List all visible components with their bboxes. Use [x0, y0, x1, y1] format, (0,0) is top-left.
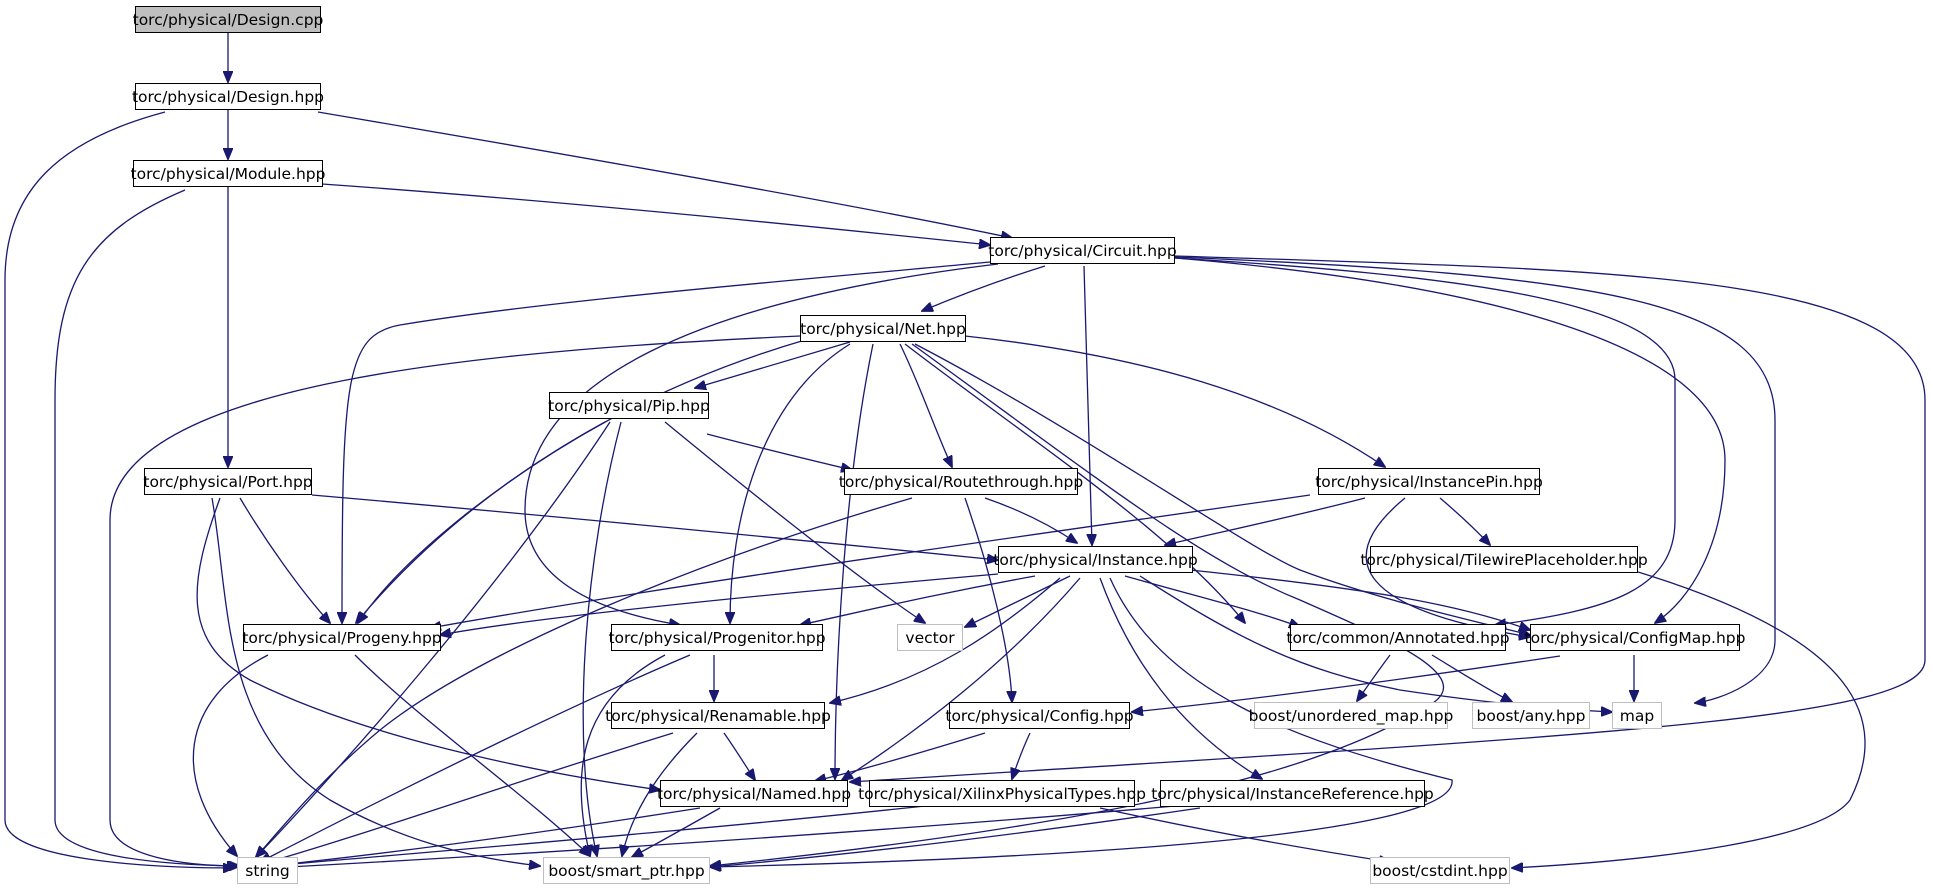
- node-smart-ptr-hpp[interactable]: boost/smart_ptr.hpp: [543, 857, 710, 884]
- edge-named-hpp-to-smart-ptr: [632, 807, 721, 857]
- edge-net-hpp-to-annotated-hpp: [904, 343, 1245, 623]
- edge-port-hpp-to-named-hpp: [196, 497, 660, 790]
- edge-circuit-hpp-to-net-hpp: [922, 265, 1046, 311]
- edge-net-hpp-to-routethrough-hpp: [899, 343, 952, 467]
- node-circuit-hpp[interactable]: torc/physical/Circuit.hpp: [988, 237, 1177, 264]
- edge-tilewireplaceholder-hpp-to-cstdint: [1512, 571, 1866, 868]
- edge-renamable-hpp-to-named-hpp: [723, 732, 755, 780]
- edge-pip-hpp-to-routethrough-hpp: [706, 433, 852, 470]
- edge-named-hpp-to-string: [270, 807, 701, 866]
- edge-instance-hpp-to-configmap-hpp: [1189, 569, 1530, 630]
- node-net-hpp[interactable]: torc/physical/Net.hpp: [800, 315, 966, 342]
- edge-annotated-hpp-to-any: [1431, 654, 1512, 702]
- edge-net-hpp-to-string: [109, 335, 801, 866]
- node-annotated-hpp[interactable]: torc/common/Annotated.hpp: [1286, 624, 1510, 651]
- edge-design-hpp-to-circuit-hpp: [317, 111, 1012, 238]
- edge-instance-hpp-to-progeny-hpp: [440, 573, 999, 635]
- edge-instancereference-hpp-to-string: [270, 805, 1176, 868]
- edge-progenitor-hpp-to-smart-ptr: [580, 654, 666, 856]
- edge-net-hpp-to-named-hpp: [835, 343, 874, 779]
- node-progeny-hpp[interactable]: torc/physical/Progeny.hpp: [242, 624, 442, 651]
- edge-circuit-hpp-to-annotated-hpp: [1174, 257, 1676, 625]
- node-xilinxphysicaltypes-hpp[interactable]: torc/physical/XilinxPhysicalTypes.hpp: [858, 780, 1146, 807]
- node-configmap-hpp[interactable]: torc/physical/ConfigMap.hpp: [1525, 624, 1746, 651]
- node-tilewireplaceholder-hpp[interactable]: torc/physical/TilewirePlaceholder.hpp: [1360, 546, 1648, 573]
- edge-design-hpp-to-string: [4, 111, 234, 868]
- edge-instancepin-hpp-to-tilewireplaceholder-hpp: [1439, 497, 1490, 545]
- node-design-cpp[interactable]: torc/physical/Design.cpp: [133, 6, 323, 33]
- edge-port-hpp-to-instance-hpp: [311, 494, 998, 560]
- node-module-hpp[interactable]: torc/physical/Module.hpp: [131, 160, 325, 187]
- edge-progenitor-hpp-to-string: [260, 654, 691, 862]
- edge-routethrough-hpp-to-config-hpp: [964, 497, 1012, 702]
- edge-annotated-hpp-to-unordered-map: [1357, 654, 1391, 701]
- edge-module-hpp-to-string: [54, 189, 238, 866]
- edge-config-hpp-to-xilinxphysicaltypes-hpp: [1012, 732, 1031, 779]
- node-progenitor-hpp[interactable]: torc/physical/Progenitor.hpp: [608, 624, 826, 651]
- edge-net-hpp-to-instancepin-hpp: [964, 335, 1385, 467]
- edge-circuit-hpp-to-named-hpp: [850, 255, 1926, 782]
- edge-configmap-hpp-to-config-hpp: [1132, 655, 1561, 712]
- edge-circuit-hpp-to-configmap-hpp: [1174, 257, 1726, 623]
- node-instancereference-hpp[interactable]: torc/physical/InstanceReference.hpp: [1151, 780, 1434, 807]
- edge-instance-hpp-to-named-hpp: [842, 577, 1081, 780]
- edge-xilinxphysicaltypes-hpp-to-string: [270, 805, 926, 866]
- edge-renamable-hpp-to-string: [262, 732, 674, 864]
- edge-port-hpp-to-progeny-hpp: [239, 497, 330, 623]
- edge-circuit-hpp-to-progeny-hpp: [342, 261, 991, 623]
- node-pip-hpp[interactable]: torc/physical/Pip.hpp: [548, 392, 710, 419]
- edge-config-hpp-to-named-hpp: [815, 732, 986, 781]
- node-renamable-hpp[interactable]: torc/physical/Renamable.hpp: [605, 702, 831, 729]
- dependency-edges: [4, 33, 1926, 868]
- edge-instancepin-hpp-to-progeny-hpp: [430, 494, 1311, 628]
- edge-net-hpp-to-configmap-hpp: [914, 343, 1530, 635]
- edge-module-hpp-to-circuit-hpp: [321, 183, 990, 245]
- edge-circuit-hpp-to-progenitor-hpp: [524, 263, 999, 625]
- edge-routethrough-hpp-to-instance-hpp: [984, 497, 1077, 543]
- edge-net-hpp-to-smart-ptr: [710, 343, 1445, 866]
- node-any-hpp[interactable]: boost/any.hpp: [1472, 702, 1590, 729]
- edge-pip-hpp-to-string: [256, 421, 611, 857]
- edge-progeny-hpp-to-string: [192, 654, 269, 856]
- edge-circuit-hpp-to-map: [1174, 256, 1776, 703]
- node-config-hpp[interactable]: torc/physical/Config.hpp: [945, 702, 1134, 729]
- edge-instance-hpp-to-smart-ptr: [710, 577, 1453, 867]
- edge-instance-hpp-to-progenitor-hpp: [800, 575, 1036, 625]
- node-routethrough-hpp[interactable]: torc/physical/Routethrough.hpp: [839, 468, 1083, 495]
- node-vector[interactable]: vector: [897, 624, 963, 651]
- node-named-hpp[interactable]: torc/physical/Named.hpp: [657, 780, 851, 807]
- node-cstdint-hpp[interactable]: boost/cstdint.hpp: [1370, 857, 1510, 884]
- node-map[interactable]: map: [1612, 702, 1662, 729]
- node-instance-hpp[interactable]: torc/physical/Instance.hpp: [993, 546, 1198, 573]
- node-port-hpp[interactable]: torc/physical/Port.hpp: [143, 468, 313, 495]
- edge-instance-hpp-to-renamable-hpp: [830, 577, 1061, 703]
- node-design-hpp[interactable]: torc/physical/Design.hpp: [132, 83, 324, 110]
- edge-instancepin-hpp-to-instance-hpp: [1165, 497, 1366, 545]
- edge-instancereference-hpp-to-smart-ptr: [710, 807, 1201, 867]
- edge-pip-hpp-to-smart-ptr: [582, 421, 622, 856]
- edge-circuit-hpp-to-instance-hpp: [1083, 265, 1092, 545]
- edge-port-hpp-to-smart-ptr: [211, 497, 540, 866]
- edge-net-hpp-to-pip-hpp: [695, 341, 851, 388]
- node-instancepin-hpp[interactable]: torc/physical/InstancePin.hpp: [1315, 468, 1543, 495]
- edge-routethrough-hpp-to-string: [256, 497, 913, 857]
- edge-instance-hpp-to-instancereference-hpp: [1099, 577, 1262, 779]
- edge-renamable-hpp-to-smart-ptr: [622, 732, 698, 856]
- node-string[interactable]: string: [237, 857, 298, 884]
- edge-pip-hpp-to-progeny-hpp: [358, 421, 606, 623]
- edge-progeny-hpp-to-smart-ptr: [354, 654, 590, 856]
- node-unordered-map-hpp[interactable]: boost/unordered_map.hpp: [1249, 702, 1453, 729]
- edge-net-hpp-to-progenitor-hpp: [730, 343, 851, 623]
